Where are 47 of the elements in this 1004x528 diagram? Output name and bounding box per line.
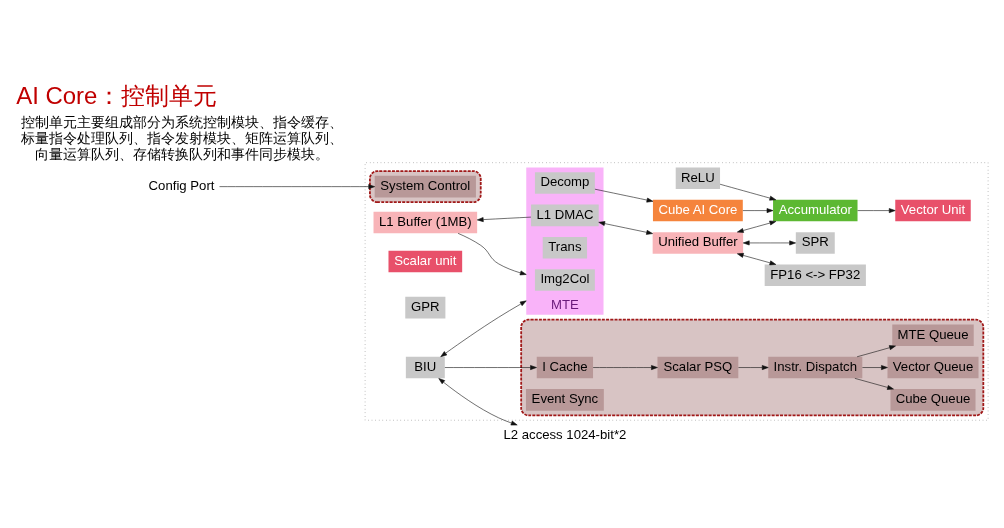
node-box: Instr. Dispatch xyxy=(768,356,863,378)
node-box: FP16 <-> FP32 xyxy=(764,264,866,286)
node-box: Img2Col xyxy=(534,268,595,291)
arrow xyxy=(719,183,777,200)
arrow xyxy=(438,377,518,425)
node-box: System Control xyxy=(374,175,476,197)
node-box: Vector Unit xyxy=(895,199,971,221)
arrow xyxy=(457,232,527,275)
node-box: L1 DMAC xyxy=(531,204,599,226)
node-box: BIU xyxy=(405,356,445,378)
node-box: ReLU xyxy=(675,166,721,189)
node-box: Vector Queue xyxy=(887,356,979,378)
node-box: Cube Queue xyxy=(890,388,976,411)
node-box: L1 Buffer (1MB) xyxy=(373,211,478,233)
node-box: Trans xyxy=(542,236,588,258)
node-box: Event Sync xyxy=(525,388,604,411)
node-box: MTE Queue xyxy=(892,323,974,346)
node-box: Decomp xyxy=(534,171,595,194)
label: 控制单元主要组成部分为系统控制模块、指令缓存、标量指令处理队列、指令发射模块、矩阵运算队列、向量运算队列、存储转换队列和事件同步模块。 xyxy=(20,113,343,162)
node-text: L2 access 1024-bit*2 xyxy=(503,426,627,442)
arrow xyxy=(219,183,375,189)
node-box: GPR xyxy=(405,296,446,318)
arrow xyxy=(592,364,658,370)
node-box: Scalar unit xyxy=(388,250,463,272)
arrow xyxy=(857,207,896,213)
node-box: SPR xyxy=(795,231,835,254)
arrow xyxy=(476,216,532,222)
cluster xyxy=(520,318,985,416)
arrow xyxy=(598,220,653,235)
node-box: I Cache xyxy=(536,356,594,378)
arrow xyxy=(440,300,527,357)
arrow xyxy=(444,364,537,370)
arrow xyxy=(856,344,896,357)
arrow xyxy=(738,364,769,370)
arrow xyxy=(594,188,654,202)
arrow xyxy=(737,220,777,233)
node-box: Unified Buffer xyxy=(652,231,744,254)
arrow xyxy=(737,252,777,265)
diagram-title: AI Core：控制单元 xyxy=(16,81,218,109)
node-box: Cube AI Core xyxy=(652,199,743,221)
node-box: Scalar PSQ xyxy=(657,356,739,378)
node-box: Accumulator xyxy=(773,199,858,221)
arrow xyxy=(862,364,888,370)
arrow xyxy=(742,207,774,213)
node-text: Config Port xyxy=(148,177,215,193)
arrow xyxy=(854,377,894,390)
arrow xyxy=(742,240,796,245)
